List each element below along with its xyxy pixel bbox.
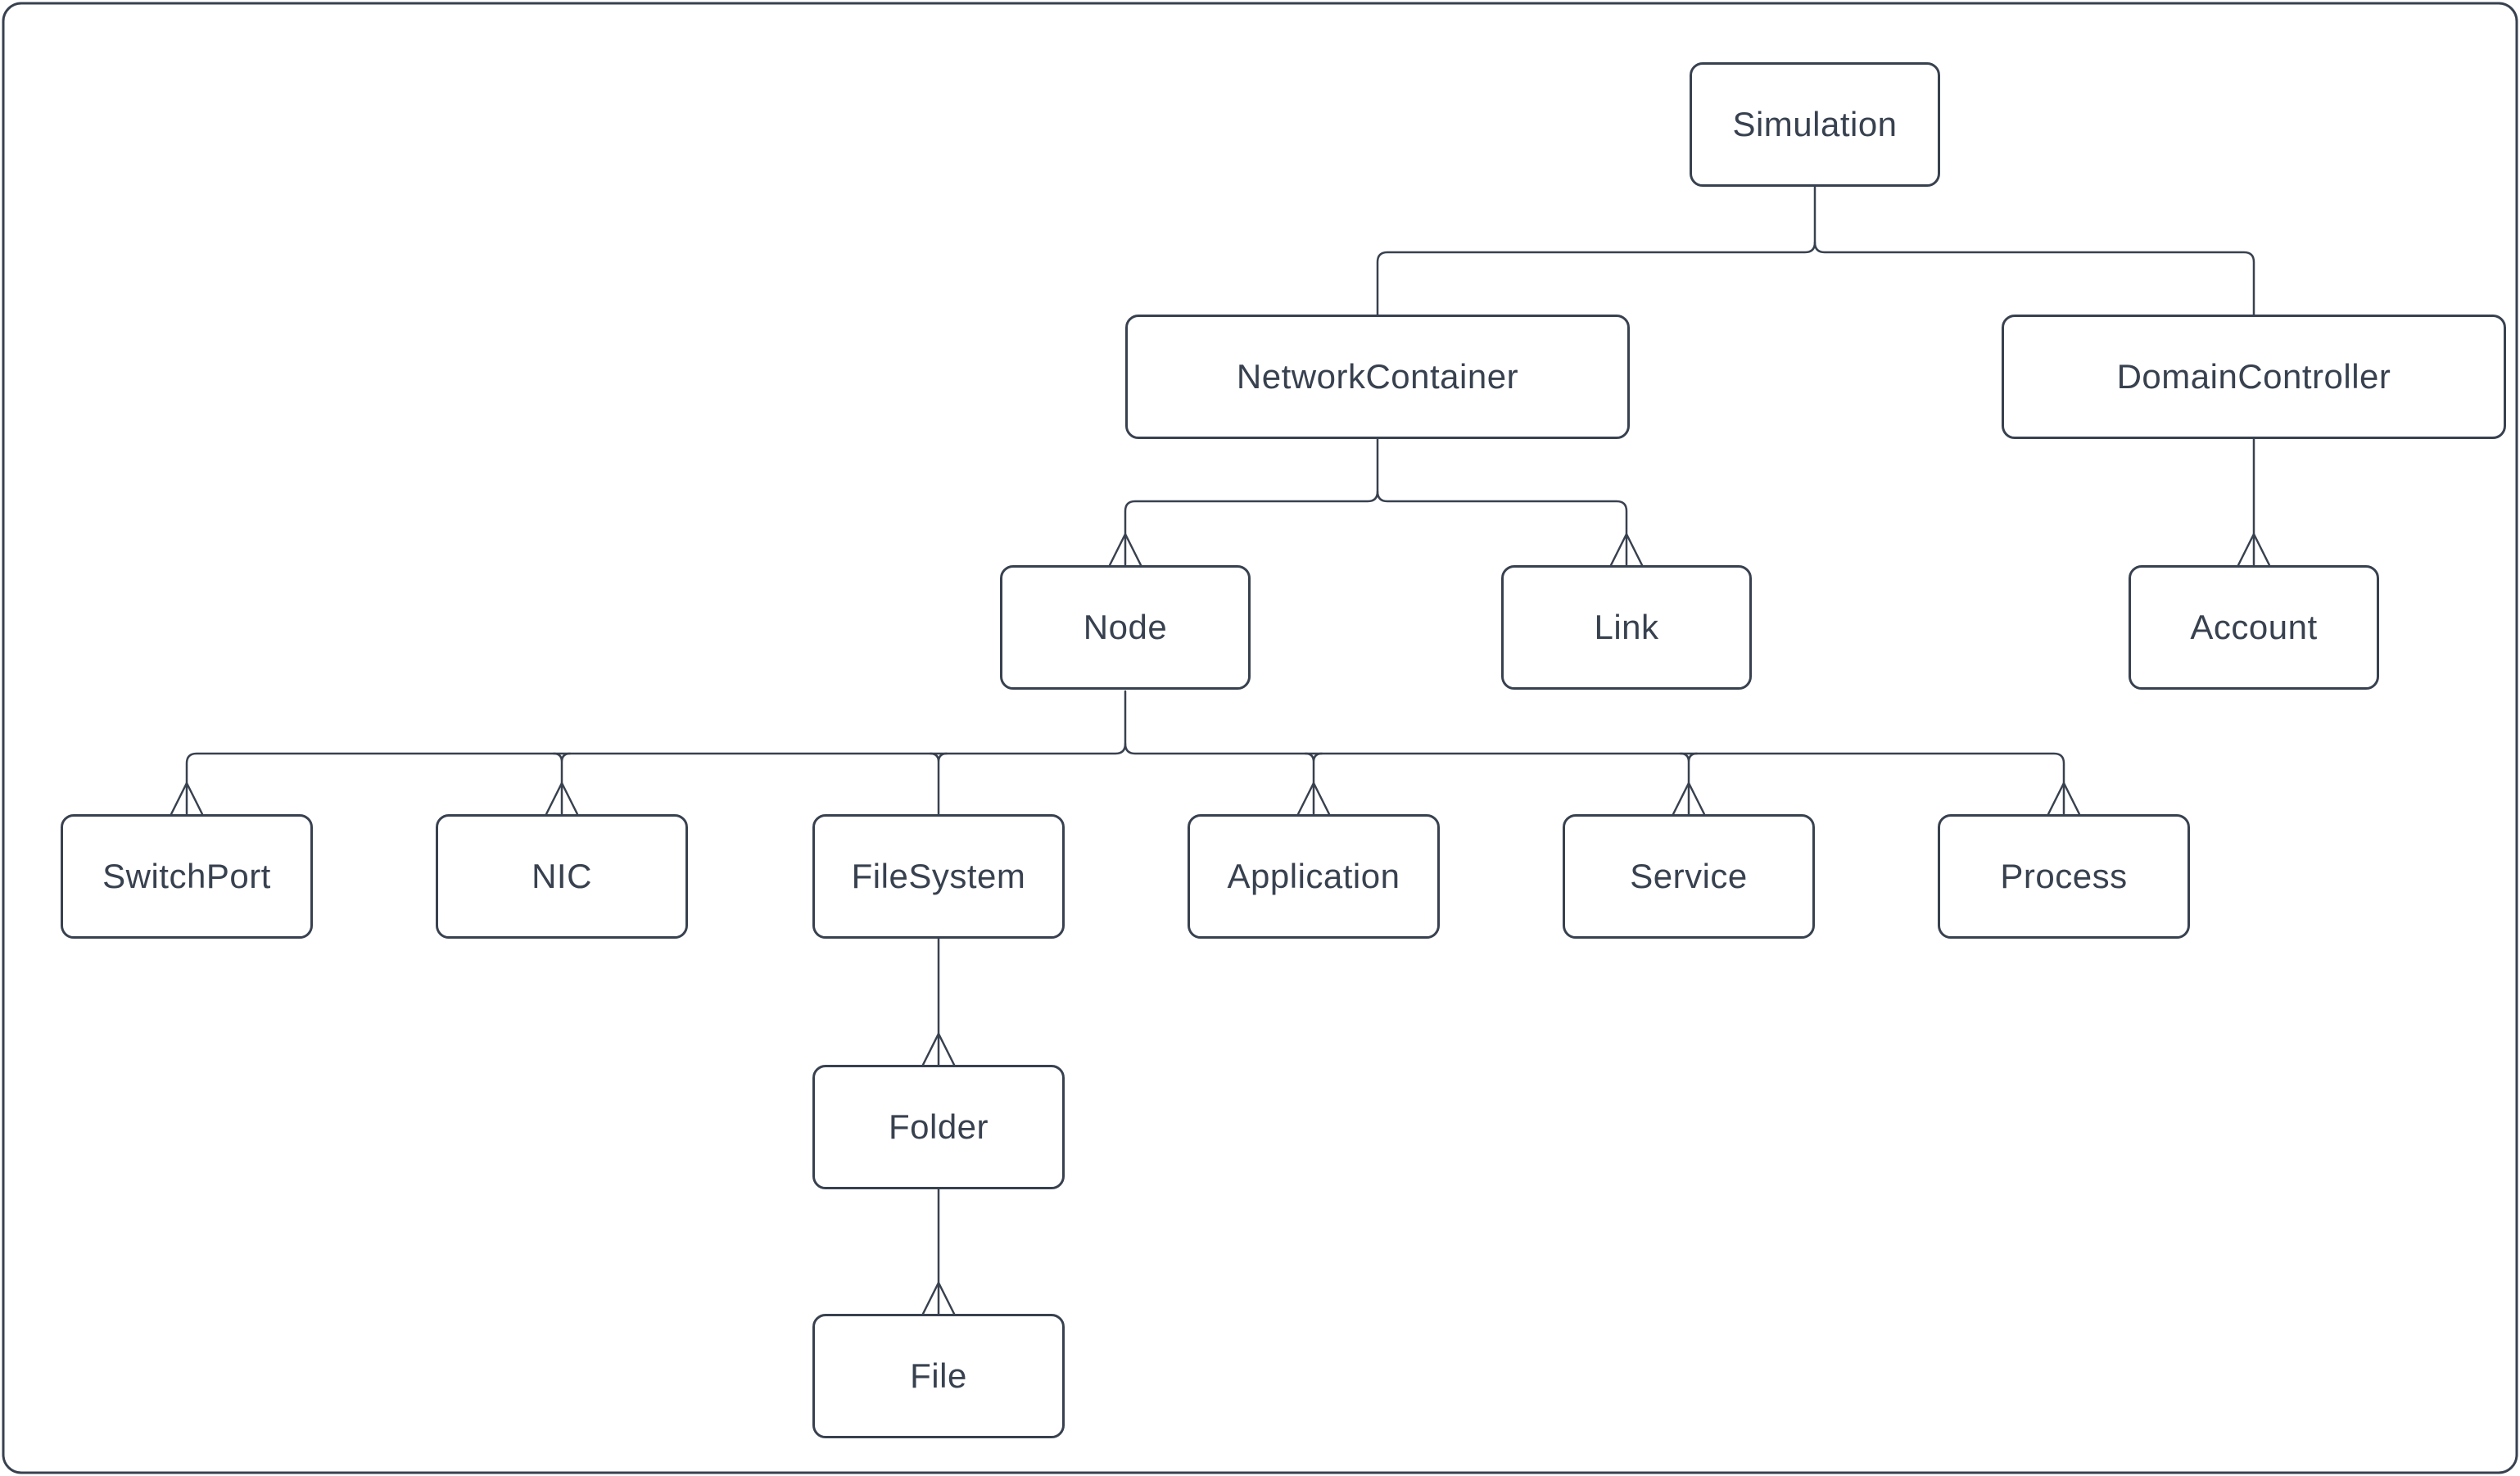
node-label-process: Process: [2000, 857, 2128, 895]
node-box-simulation: Simulation: [1690, 62, 1940, 187]
edge-node-filesystem: [929, 752, 948, 816]
node-box-domaincontroller: DomainController: [2002, 315, 2506, 439]
node-box-account: Account: [2129, 565, 2379, 690]
edge-node-nic: [552, 752, 572, 816]
edge-simulation-networkcontainer: [1376, 185, 1816, 316]
node-box-filesystem: FileSystem: [812, 814, 1065, 939]
node-box-switchport: SwitchPort: [61, 814, 313, 939]
node-label-application: Application: [1227, 857, 1400, 895]
edge-node-switchport: [185, 690, 1127, 816]
arrowhead-process: [2047, 781, 2081, 816]
arrowhead-service: [1672, 781, 1706, 816]
edge-simulation-domaincontroller: [1813, 241, 2255, 316]
arrowhead-folder: [921, 1032, 956, 1066]
node-box-file: File: [812, 1314, 1065, 1438]
node-label-account: Account: [2190, 608, 2318, 646]
arrowhead-switchport: [170, 781, 204, 816]
node-box-node: Node: [1000, 565, 1251, 690]
node-box-process: Process: [1938, 814, 2190, 939]
arrowhead-application: [1296, 781, 1331, 816]
node-label-networkcontainer: NetworkContainer: [1236, 357, 1519, 396]
edge-networkcontainer-node: [1124, 437, 1379, 567]
node-box-application: Application: [1188, 814, 1440, 939]
node-label-switchport: SwitchPort: [102, 857, 271, 895]
node-box-networkcontainer: NetworkContainer: [1125, 315, 1630, 439]
arrowhead-link: [1609, 532, 1644, 567]
edge-node-service: [1679, 752, 1699, 816]
node-label-domaincontroller: DomainController: [2116, 357, 2391, 396]
edge-node-process: [1124, 742, 2065, 816]
edge-node-application: [1304, 752, 1323, 816]
node-label-node: Node: [1083, 608, 1168, 646]
edge-networkcontainer-link: [1376, 490, 1628, 567]
arrowhead-nic: [545, 781, 579, 816]
arrowhead-node: [1108, 532, 1142, 567]
node-box-nic: NIC: [436, 814, 688, 939]
node-label-service: Service: [1630, 857, 1748, 895]
node-box-service: Service: [1563, 814, 1815, 939]
node-label-filesystem: FileSystem: [851, 857, 1026, 895]
node-label-folder: Folder: [888, 1107, 989, 1146]
node-label-nic: NIC: [532, 857, 592, 895]
node-label-file: File: [910, 1356, 967, 1395]
node-box-folder: Folder: [812, 1065, 1065, 1189]
arrowhead-account: [2237, 532, 2271, 567]
arrowhead-file: [921, 1281, 956, 1315]
node-label-link: Link: [1594, 608, 1659, 646]
node-box-link: Link: [1501, 565, 1752, 690]
node-label-simulation: Simulation: [1732, 105, 1898, 143]
